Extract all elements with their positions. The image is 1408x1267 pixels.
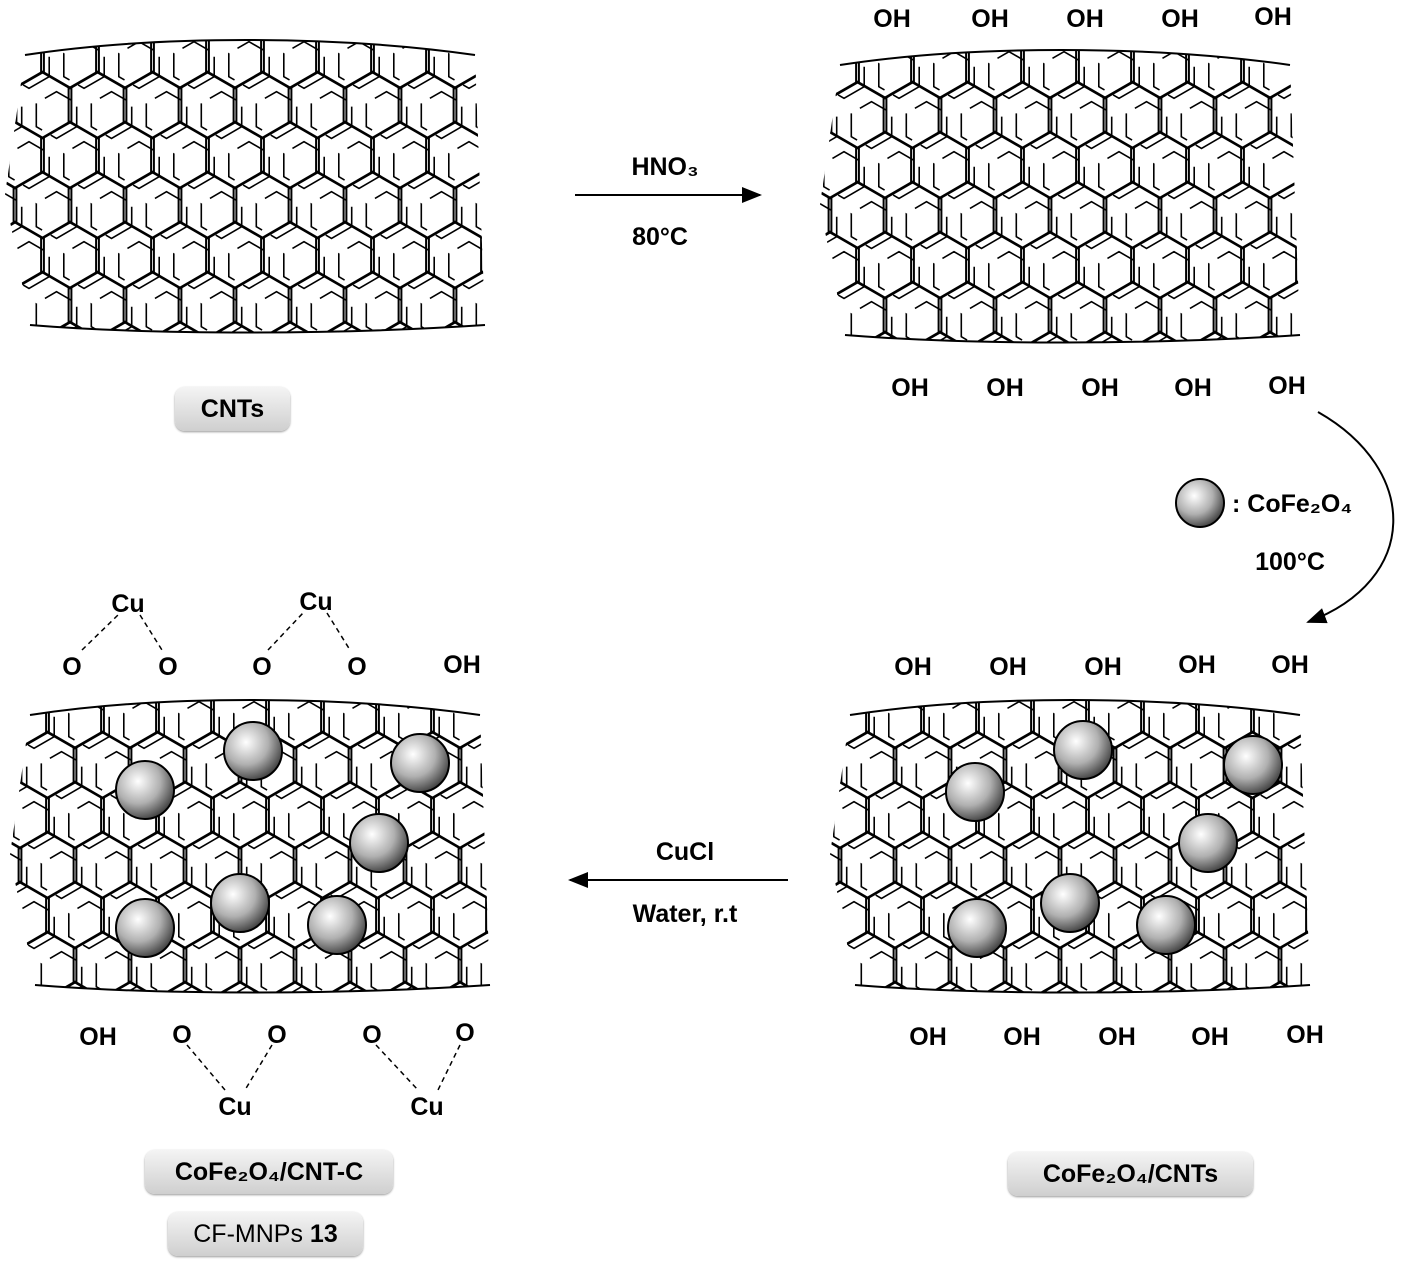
cu-atom: Cu xyxy=(111,590,144,618)
label-cofe2o4-cnt-c: CoFe₂O₄/CNT-C xyxy=(145,1150,393,1194)
o-atom: O xyxy=(172,1021,191,1049)
o-atom: O xyxy=(267,1021,286,1049)
oh-group: OH xyxy=(1174,374,1212,402)
carbon-nanotube-oxidized xyxy=(746,0,1408,448)
o-atom: O xyxy=(62,653,81,681)
oh-group: OH xyxy=(1191,1023,1229,1051)
oh-group: OH xyxy=(1178,651,1216,679)
oh-group: OH xyxy=(1081,374,1119,402)
oh-group: OH xyxy=(1254,3,1292,31)
step3-reagent: CuCl xyxy=(656,838,714,866)
cu-o-dashed-bonds xyxy=(81,612,461,1091)
step1-reagent: HNO₃ xyxy=(631,153,698,181)
step2-legend: : CoFe₂O₄ xyxy=(1232,490,1352,518)
label-cnts: CNTs xyxy=(175,387,290,431)
cofe2o4-nanoparticles-left xyxy=(115,721,450,958)
step3-condition: Water, r.t xyxy=(633,900,738,928)
oh-group: OH xyxy=(873,5,911,33)
cu-atom: Cu xyxy=(299,588,332,616)
oh-group: OH xyxy=(1161,5,1199,33)
oh-group: OH xyxy=(443,651,481,679)
oh-groups-oxidized: OH OH OH OH OH OH OH OH OH OH xyxy=(873,3,1306,402)
label-cofe2o4-cnts: CoFe₂O₄/CNTs xyxy=(1008,1152,1253,1196)
oh-group: OH xyxy=(1003,1023,1041,1051)
cu-atom: Cu xyxy=(218,1093,251,1121)
o-atom: O xyxy=(252,653,271,681)
step2-condition: 100°C xyxy=(1255,548,1325,576)
oh-group: OH xyxy=(1084,653,1122,681)
oh-group: OH xyxy=(891,374,929,402)
label-cf-mnps-text: CF-MNPs xyxy=(193,1220,303,1248)
oh-groups-cofe2o4: OH OH OH OH OH OH OH OH OH OH xyxy=(894,651,1324,1051)
cofe2o4-nanoparticles-right xyxy=(945,720,1283,958)
oh-group: OH xyxy=(1286,1021,1324,1049)
oh-group: OH xyxy=(1271,651,1309,679)
step1-condition: 80°C xyxy=(632,223,688,251)
oh-group: OH xyxy=(894,653,932,681)
oh-group: OH xyxy=(1066,5,1104,33)
oh-group: OH xyxy=(79,1023,117,1051)
compound-number: 13 xyxy=(309,1220,338,1248)
cofe2o4-sphere-icon xyxy=(1175,478,1225,528)
oh-group: OH xyxy=(909,1023,947,1051)
reaction-arrow-2 xyxy=(1306,411,1395,624)
carbon-nanotube-pristine xyxy=(0,0,627,438)
o-atom: O xyxy=(455,1019,474,1047)
oh-group: OH xyxy=(971,5,1009,33)
o-atom: O xyxy=(347,653,366,681)
o-atom: O xyxy=(158,653,177,681)
oh-group: OH xyxy=(1268,372,1306,400)
cu-atom: Cu xyxy=(410,1093,443,1121)
cu-complex-groups: Cu Cu O O O O OH OH O O O O Cu Cu xyxy=(62,588,480,1121)
o-atom: O xyxy=(362,1021,381,1049)
oh-group: OH xyxy=(989,653,1027,681)
oh-group: OH xyxy=(986,374,1024,402)
oh-group: OH xyxy=(1098,1023,1136,1051)
label-cf-mnps: CF-MNPs 13 xyxy=(168,1212,363,1256)
